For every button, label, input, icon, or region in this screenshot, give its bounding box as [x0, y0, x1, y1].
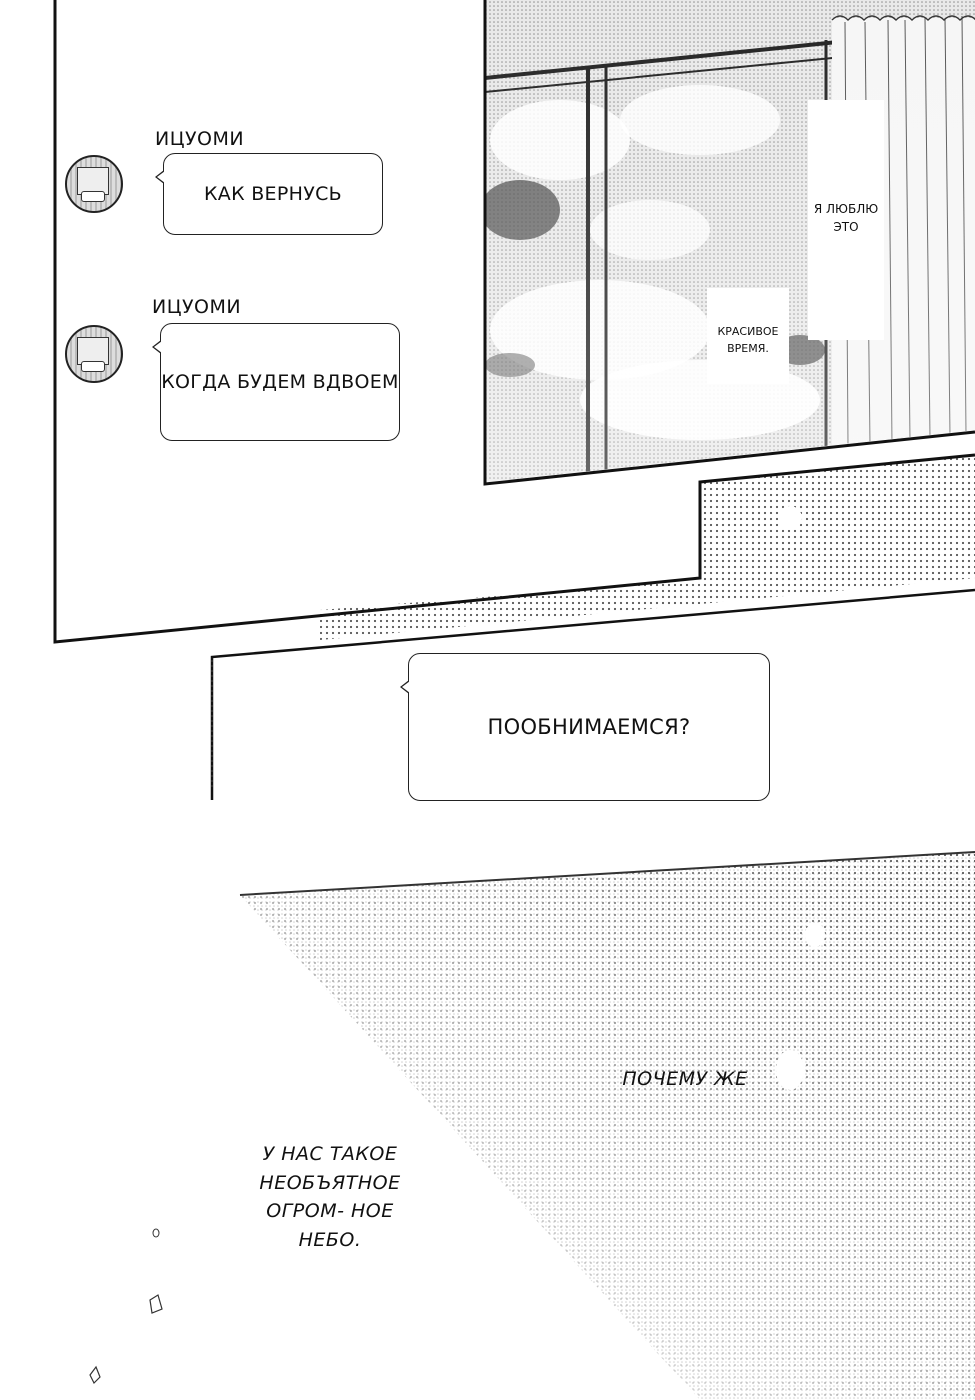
window-panel: [485, 0, 975, 482]
tone-band: [320, 455, 975, 640]
message-text: КАК ВЕРНУСЬ: [204, 183, 342, 205]
message-text: КОГДА БУДЕМ ВДВОЕМ: [161, 371, 399, 393]
bubble-tail: [155, 170, 165, 184]
chat-bubble-hug: ПООБНИМАЕМСЯ?: [400, 653, 770, 801]
panel-border-top-left: [53, 0, 975, 644]
chat-bubble: КАК ВЕРНУСЬ: [155, 153, 383, 235]
caption-beautiful-time: КРАСИВОЕ ВРЕМЯ.: [707, 288, 789, 384]
panel-border-middle: [210, 588, 975, 800]
message-sender: ИЦУОМИ: [155, 128, 245, 150]
message-text: ПООБНИМАЕМСЯ?: [487, 715, 691, 739]
car-icon: [81, 191, 105, 202]
sky-panel-edge: [239, 851, 975, 896]
avatar: [65, 325, 123, 383]
narration-why: ПОЧЕМУ ЖЕ: [622, 1068, 748, 1090]
avatar: [65, 155, 123, 213]
bubble-tail: [152, 340, 162, 354]
bubble-tail: [400, 680, 410, 694]
caption-love-this: Я ЛЮБЛЮ ЭТО: [808, 100, 884, 340]
car-icon: [81, 361, 105, 372]
window-panel-border: [483, 0, 975, 486]
chat-bubble: КОГДА БУДЕМ ВДВОЕМ: [152, 323, 400, 441]
message-sender: ИЦУОМИ: [152, 296, 242, 318]
narration-sky: У НАС ТАКОЕ НЕОБЪЯТНОЕ ОГРОМ- НОЕ НЕБО.: [259, 1143, 401, 1251]
